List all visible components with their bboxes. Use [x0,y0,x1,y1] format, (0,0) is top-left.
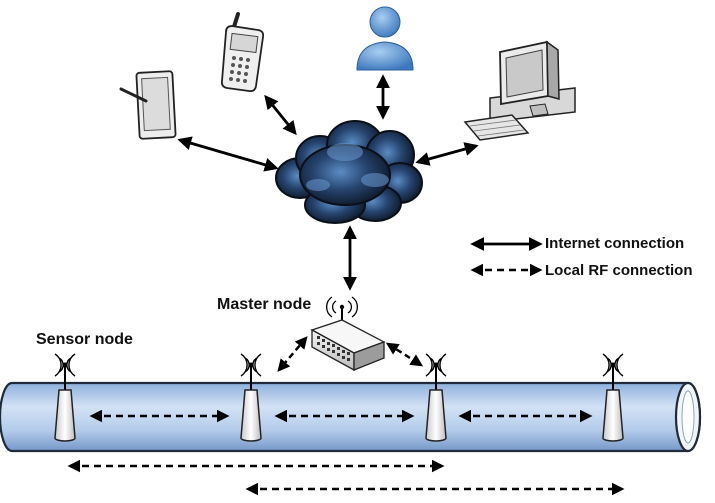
rf-links-below-pipe [67,459,625,496]
legend-internet-label: Internet connection [545,235,685,252]
sensor-node-2 [240,353,262,442]
rf-arrow-master-sensor3 [385,342,424,367]
router-ports [317,336,350,361]
sensor-node-3 [425,353,447,442]
internet-links [177,74,479,291]
internet-arrow-computer-cloud [415,142,479,166]
desktop-computer-icon [463,40,576,141]
internet-arrow-phone-cloud [264,94,297,136]
cloud-icon [275,120,423,224]
cell-phone-icon [220,12,265,93]
sensor-node-label: Sensor node [36,331,133,348]
master-node-router-icon [310,296,386,372]
legend [470,237,543,277]
master-node-label: Master node [217,296,312,313]
sensor-node-antenna-icon [240,353,262,442]
rf-arrow-master-sensor2 [277,336,308,372]
rf-links-master [277,336,424,372]
internet-arrow-tablet-cloud [177,136,279,172]
sensor-node-antenna-icon [602,353,624,442]
legend-rf-label: Local RF connection [545,262,693,279]
sensor-node-antenna-icon [425,353,447,442]
sensor-node-1 [54,353,76,442]
sensor-node-antenna-icon [54,353,76,442]
tablet-icon [119,70,177,140]
sensor-node-4 [602,353,624,442]
user-icon [356,6,414,71]
